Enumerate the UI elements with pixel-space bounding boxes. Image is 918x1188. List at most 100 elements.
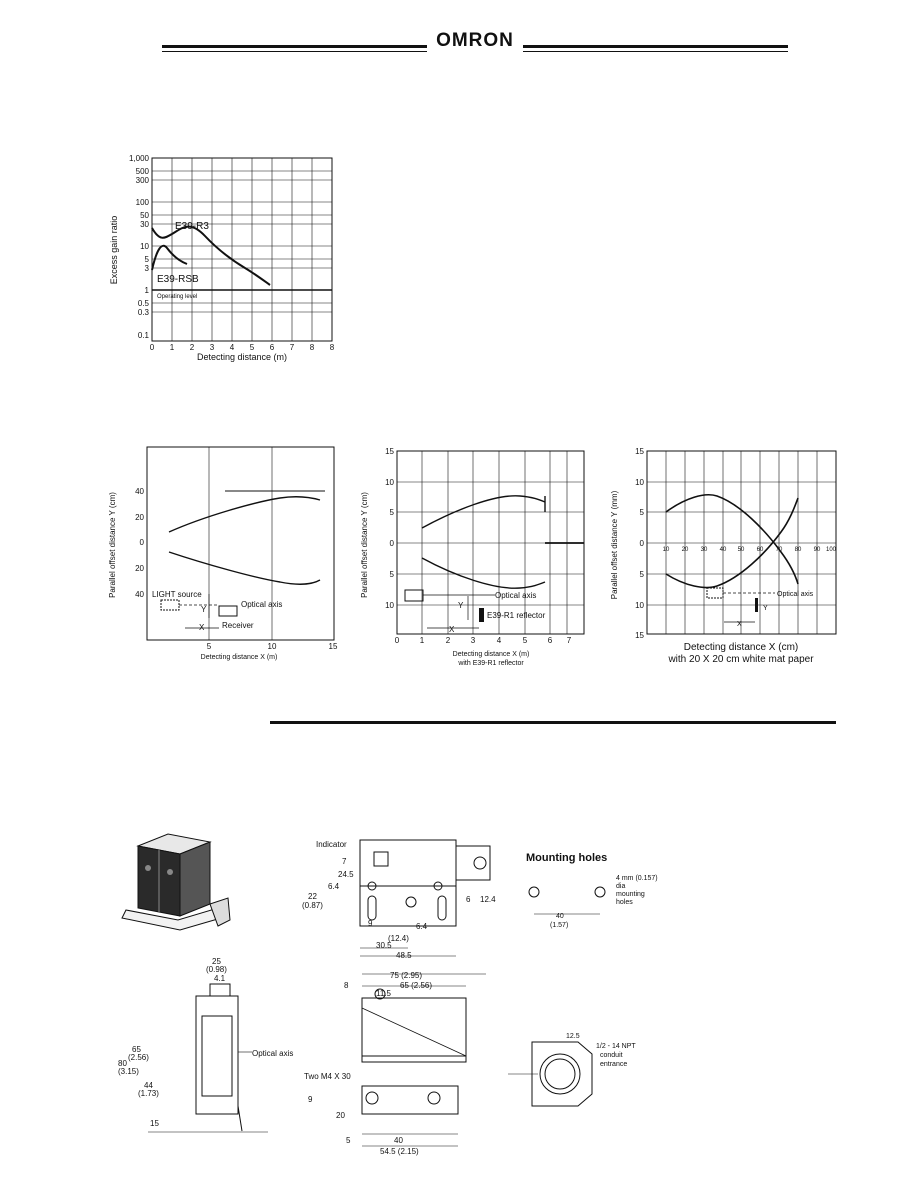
mounting-holes-drawing: 4 mm (0.157) dia mounting holes 40 (1.57…	[528, 875, 658, 929]
svg-text:5: 5	[523, 636, 528, 645]
svg-text:1: 1	[420, 636, 425, 645]
svg-text:X: X	[449, 625, 455, 634]
label-optical-axis-1: Optical axis	[241, 600, 282, 609]
svg-text:1,000: 1,000	[129, 154, 150, 163]
svg-text:90: 90	[814, 547, 821, 553]
svg-text:5: 5	[390, 570, 395, 579]
excess-gain-xlabel: Detecting distance (m)	[197, 352, 287, 362]
svg-text:8: 8	[344, 981, 349, 990]
svg-text:25: 25	[212, 957, 221, 966]
svg-text:65: 65	[132, 1045, 141, 1054]
section-divider	[270, 721, 836, 724]
offset-chart-reflector: Optical axis E39-R1 reflector X Y 15 10 …	[360, 447, 585, 667]
svg-text:0.5: 0.5	[138, 299, 150, 308]
label-operating-level: Operating level	[157, 294, 197, 300]
excess-gain-ylabel: Excess gain ratio	[109, 216, 119, 285]
svg-text:20: 20	[135, 564, 144, 573]
svg-text:70: 70	[776, 547, 783, 553]
svg-text:10: 10	[635, 478, 644, 487]
svg-text:4 mm (0.157): 4 mm (0.157)	[616, 875, 658, 882]
svg-text:0: 0	[640, 539, 645, 548]
svg-text:5: 5	[390, 508, 395, 517]
svg-text:0: 0	[390, 539, 395, 548]
svg-text:100: 100	[826, 547, 837, 553]
label-e39-rsb: E39-RSB	[157, 274, 199, 285]
svg-text:6: 6	[466, 895, 471, 904]
svg-text:mounting: mounting	[616, 891, 645, 898]
label-receiver: Receiver	[222, 621, 254, 630]
svg-text:0: 0	[140, 538, 145, 547]
svg-text:24.5: 24.5	[338, 870, 354, 879]
svg-text:0.1: 0.1	[138, 331, 150, 340]
svg-text:15: 15	[150, 1119, 159, 1128]
svg-text:0.3: 0.3	[138, 308, 150, 317]
svg-text:6: 6	[548, 636, 553, 645]
svg-text:(1.73): (1.73)	[138, 1089, 159, 1098]
svg-text:1/2 - 14 NPT: 1/2 - 14 NPT	[596, 1043, 636, 1050]
svg-text:5: 5	[145, 255, 150, 264]
svg-text:Y: Y	[763, 605, 768, 612]
svg-text:75 (2.95): 75 (2.95)	[390, 971, 422, 980]
svg-text:1: 1	[145, 286, 150, 295]
svg-text:9: 9	[308, 1095, 313, 1104]
offset-chart-receiver: LIGHT source Optical axis Receiver X Y 4…	[108, 446, 338, 661]
svg-text:(12.4): (12.4)	[388, 934, 409, 943]
svg-text:40: 40	[394, 1136, 403, 1145]
svg-text:40: 40	[135, 487, 144, 496]
svg-text:Two M4 X 30: Two M4 X 30	[304, 1072, 351, 1081]
svg-text:40: 40	[556, 913, 564, 920]
svg-text:2: 2	[446, 636, 451, 645]
svg-text:40: 40	[720, 547, 727, 553]
svg-text:0: 0	[150, 343, 155, 352]
header-rule-left-thin	[162, 51, 427, 52]
label-optical-axis-2: Optical axis	[495, 591, 536, 600]
svg-text:48.5: 48.5	[396, 951, 412, 960]
offset3-xlabel2: with 20 X 20 cm white mat paper	[667, 654, 814, 665]
header-rule-right-thin	[523, 51, 788, 52]
svg-text:12.4: 12.4	[480, 895, 496, 904]
svg-text:(2.56): (2.56)	[128, 1053, 149, 1062]
svg-text:50: 50	[140, 211, 149, 220]
svg-text:4: 4	[497, 636, 502, 645]
svg-text:15: 15	[329, 642, 338, 651]
offset-chart-mat-paper: Optical axis X Y 15 10 5 0 5 10 15 10 20…	[610, 447, 837, 665]
mounting-holes-title: Mounting holes	[526, 852, 608, 864]
conduit-drawing: 12.5 1/2 - 14 NPT conduit entrance	[508, 1033, 636, 1107]
offset2-xlabel: Detecting distance X (m)	[453, 651, 530, 658]
svg-text:30: 30	[140, 220, 149, 229]
svg-text:X: X	[199, 623, 205, 632]
svg-text:65 (2.56): 65 (2.56)	[400, 981, 432, 990]
svg-text:(0.87): (0.87)	[302, 901, 323, 910]
svg-text:5: 5	[207, 642, 212, 651]
svg-text:6.4: 6.4	[416, 922, 428, 931]
svg-text:10: 10	[140, 242, 149, 251]
svg-text:dia: dia	[616, 883, 625, 890]
brand-logo: OMRON	[436, 30, 514, 51]
svg-text:7: 7	[290, 343, 295, 352]
offset3-xlabel: Detecting distance X (cm)	[684, 642, 799, 653]
svg-text:5: 5	[640, 508, 645, 517]
svg-text:44: 44	[144, 1081, 153, 1090]
svg-text:1: 1	[170, 343, 175, 352]
svg-text:30: 30	[701, 547, 708, 553]
svg-text:10: 10	[663, 547, 670, 553]
label-optical-axis-3: Optical axis	[777, 591, 814, 598]
label-e39-r3: E39-R3	[175, 221, 209, 232]
svg-text:22: 22	[308, 892, 317, 901]
svg-text:60: 60	[757, 547, 764, 553]
svg-text:300: 300	[136, 176, 150, 185]
svg-text:Y: Y	[201, 605, 207, 614]
svg-text:(3.15): (3.15)	[118, 1067, 139, 1076]
label-reflector: E39-R1 reflector	[487, 611, 546, 620]
front-view-drawing: 75 (2.95) 65 (2.56) 8 11.5 Two M4 X 30 9…	[304, 971, 486, 1156]
offset2-ylabel: Parallel offset distance Y (cm)	[360, 492, 369, 598]
svg-text:54.5 (2.15): 54.5 (2.15)	[380, 1147, 419, 1156]
svg-text:4.1: 4.1	[214, 974, 226, 983]
svg-text:100: 100	[136, 198, 150, 207]
svg-text:5: 5	[346, 1136, 351, 1145]
side-view-drawing: 25 (0.98) 4.1 65 (2.56) 80 (3.15) 44 (1.…	[118, 957, 293, 1133]
svg-text:3: 3	[145, 264, 150, 273]
svg-text:6.4: 6.4	[328, 882, 340, 891]
offset3-ylabel: Parallel offset distance Y (mm)	[610, 490, 619, 599]
svg-text:15: 15	[635, 631, 644, 640]
